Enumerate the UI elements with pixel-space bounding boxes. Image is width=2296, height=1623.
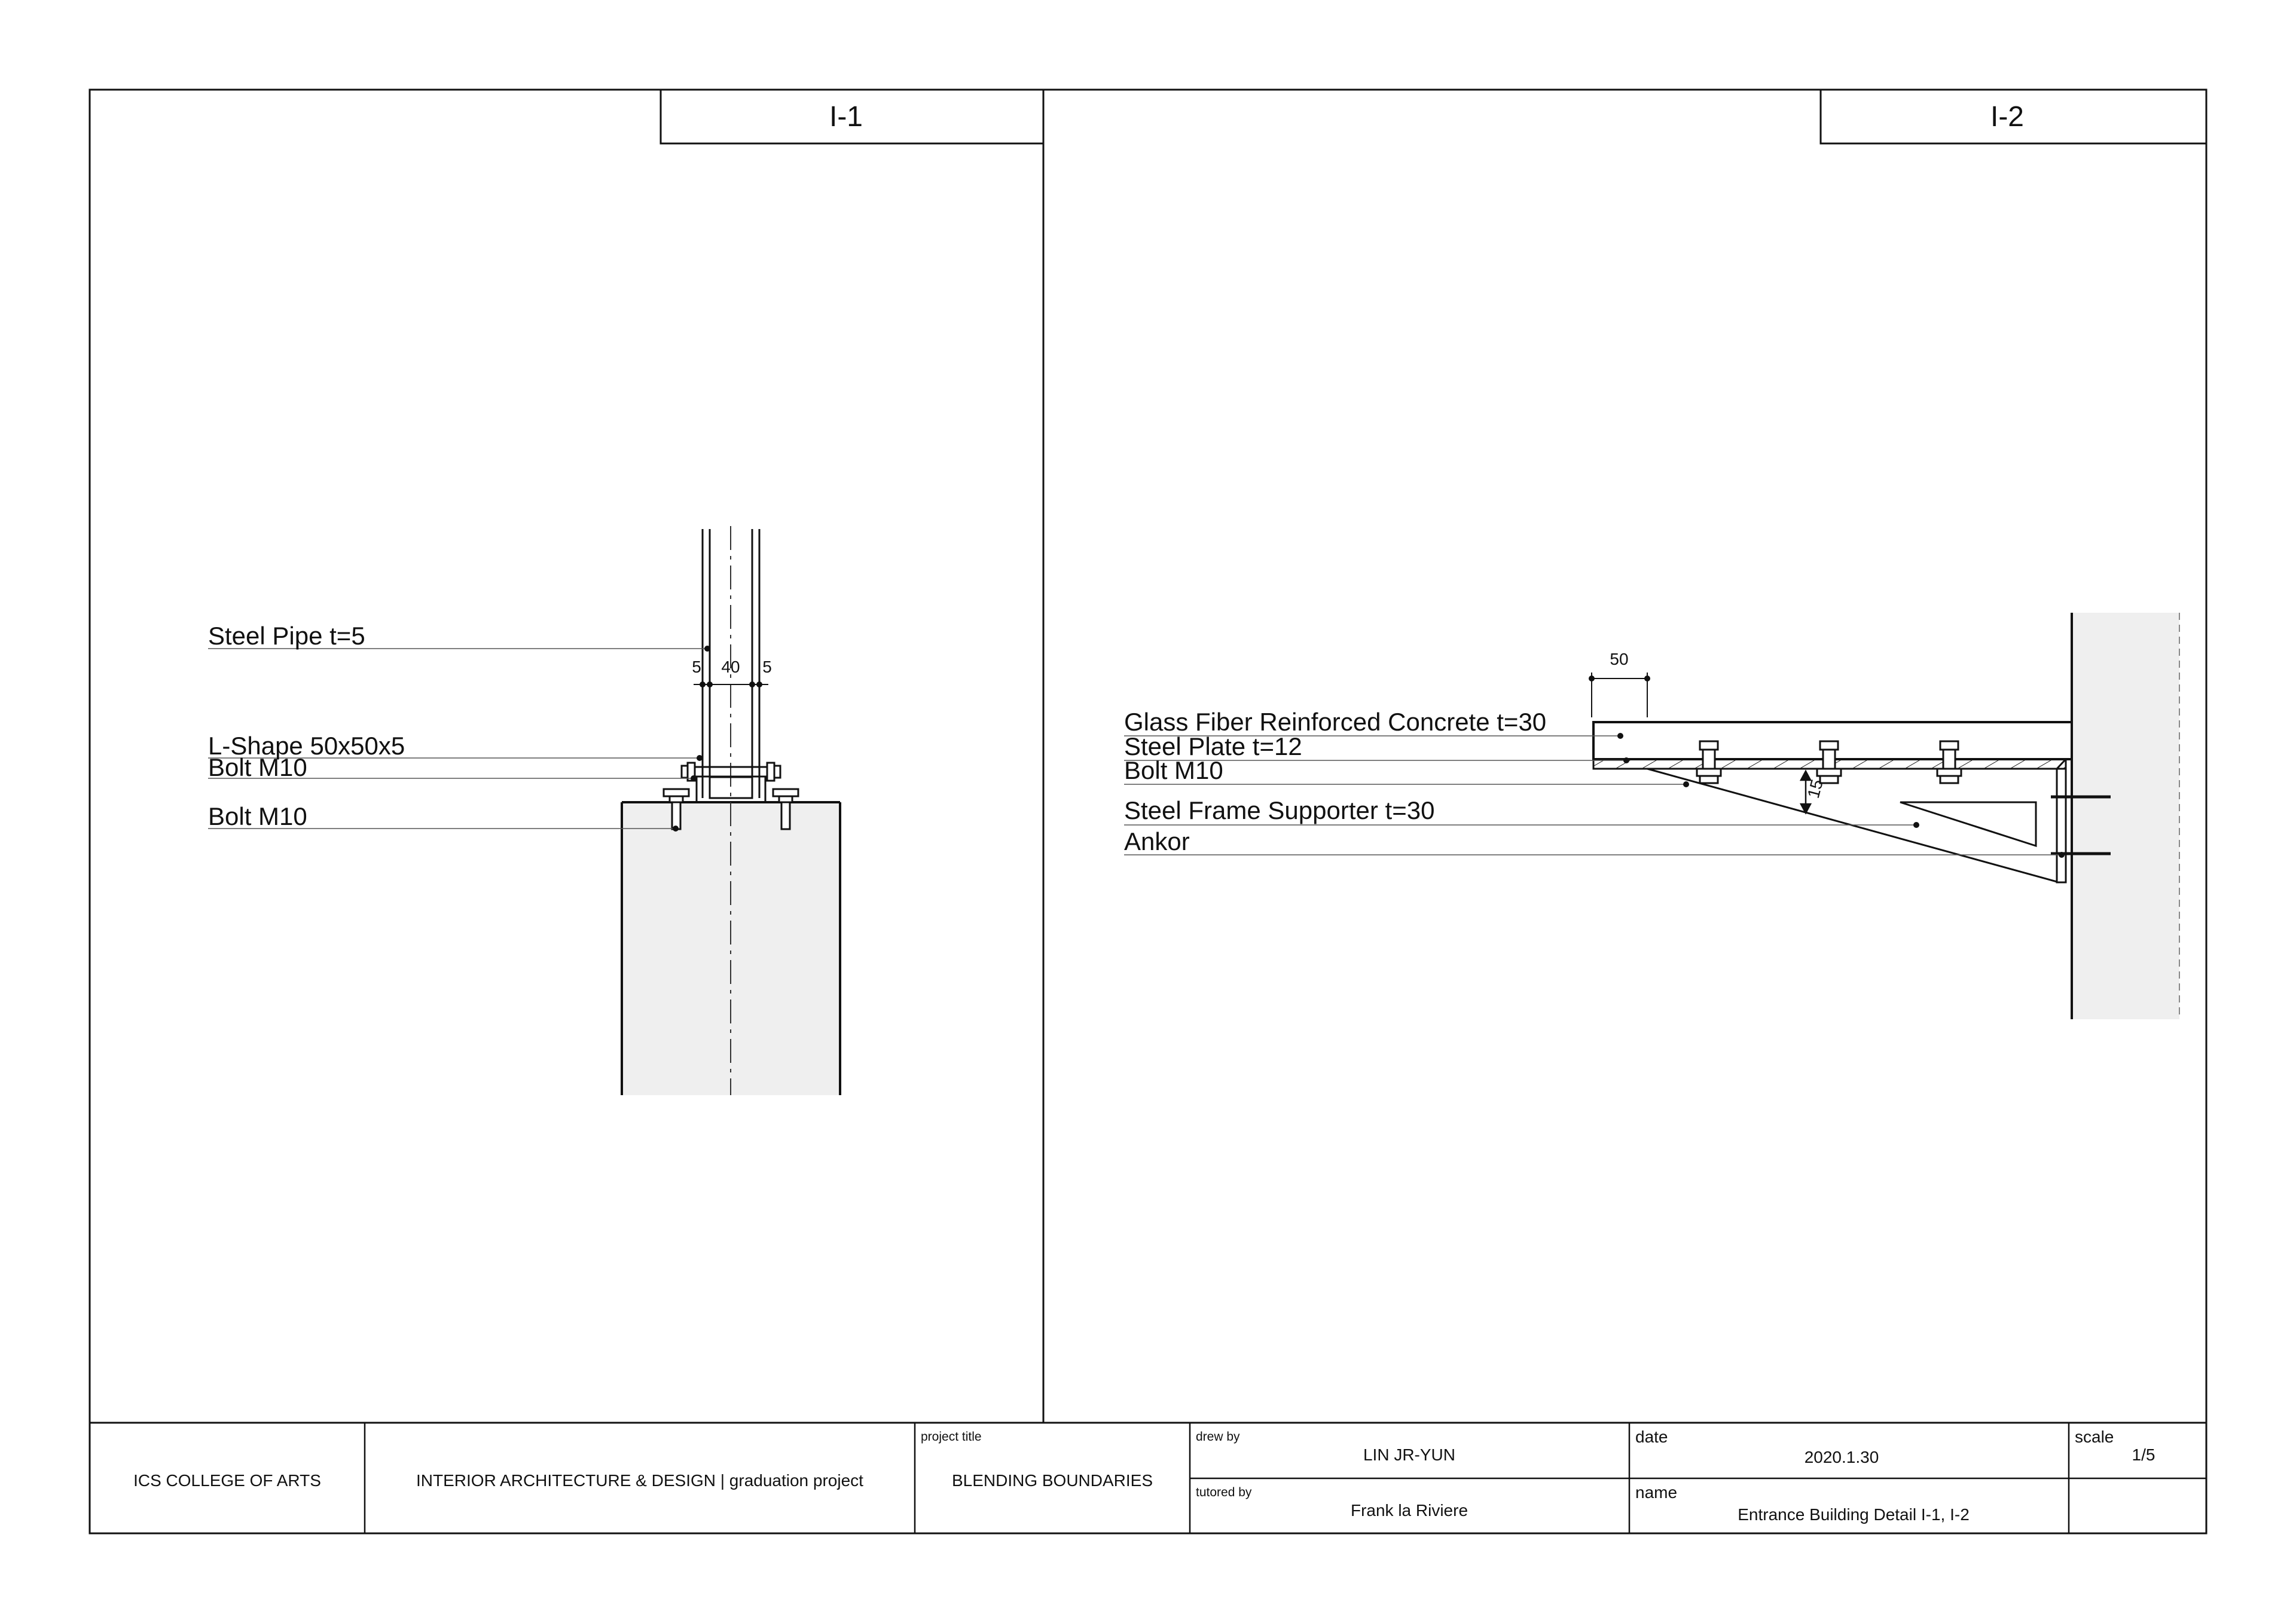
label-anchor: Ankor xyxy=(1124,827,1190,855)
angle-dimension xyxy=(1799,769,1812,815)
plate-bolts xyxy=(1696,740,1962,784)
i2-leader-dots xyxy=(1617,733,2065,858)
label-bolt: Bolt M10 xyxy=(1124,756,1223,784)
i1-leaders xyxy=(208,648,707,829)
i1-leader-dots xyxy=(673,646,710,832)
label-steel-plate: Steel Plate t=12 xyxy=(1124,732,1302,760)
label-frame-supporter: Steel Frame Supporter t=30 xyxy=(1124,796,1434,824)
drew-by-label: drew by xyxy=(1196,1430,1240,1444)
dim-wall-left: 5 xyxy=(692,658,701,676)
concrete-wall xyxy=(2072,613,2179,1019)
drew-by: LIN JR-YUN xyxy=(1363,1445,1455,1464)
bolt-1 xyxy=(1696,740,1722,784)
title-block-grid xyxy=(364,1423,2206,1533)
scale-label: scale xyxy=(2075,1428,2114,1446)
detail-title-i1: I-1 xyxy=(829,101,863,133)
bolt-2 xyxy=(1816,740,1842,784)
label-bolt-upper: Bolt M10 xyxy=(208,753,307,781)
label-bolt-lower: Bolt M10 xyxy=(208,802,307,830)
detail-title-tab-i1: I-1 xyxy=(660,88,1045,145)
detail-title-tab-i2: I-2 xyxy=(1819,88,2208,145)
dimension-50-line xyxy=(1589,673,1650,717)
detail-title-i2: I-2 xyxy=(1990,101,2024,133)
dim-inner: 40 xyxy=(721,658,740,676)
bolt-3 xyxy=(1936,740,1962,784)
dim-50: 50 xyxy=(1610,650,1628,668)
school-name: ICS COLLEGE OF ARTS xyxy=(133,1471,321,1490)
dim-wall-right: 5 xyxy=(762,658,772,676)
i2-leaders xyxy=(1124,735,2062,855)
label-l-shape: L-Shape 50x50x5 xyxy=(208,732,405,760)
name-label: name xyxy=(1635,1483,1677,1502)
project-title: BLENDING BOUNDARIES xyxy=(952,1471,1153,1490)
steel-pipe xyxy=(701,529,761,799)
tutored-by: Frank la Riviere xyxy=(1351,1501,1468,1520)
label-steel-pipe: Steel Pipe t=5 xyxy=(208,622,365,650)
title-block: ICS COLLEGE OF ARTS INTERIOR ARCHITECTUR… xyxy=(133,1423,2206,1533)
pipe-dimension-line xyxy=(694,681,768,687)
date-label: date xyxy=(1635,1428,1668,1446)
date-value: 2020.1.30 xyxy=(1805,1448,1879,1466)
sheet-frame xyxy=(88,88,2208,1535)
program-name: INTERIOR ARCHITECTURE & DESIGN | graduat… xyxy=(416,1471,863,1490)
anchor-bolts xyxy=(662,788,799,830)
scale-value: 1/5 xyxy=(2132,1445,2155,1464)
label-gfrc: Glass Fiber Reinforced Concrete t=30 xyxy=(1124,708,1546,736)
detail-i1-drawing: 5 40 5 Steel Pipe t=5 L-Shape 50x50x5 Bo… xyxy=(208,526,841,1095)
detail-i2-drawing: 50 15 Glass Fiber Reinforced Concrete t=… xyxy=(1124,613,2180,1019)
tutored-by-label: tutored by xyxy=(1196,1486,1252,1499)
project-title-label: project title xyxy=(921,1430,982,1444)
drawing-name: Entrance Building Detail I-1, I-2 xyxy=(1738,1505,1970,1524)
